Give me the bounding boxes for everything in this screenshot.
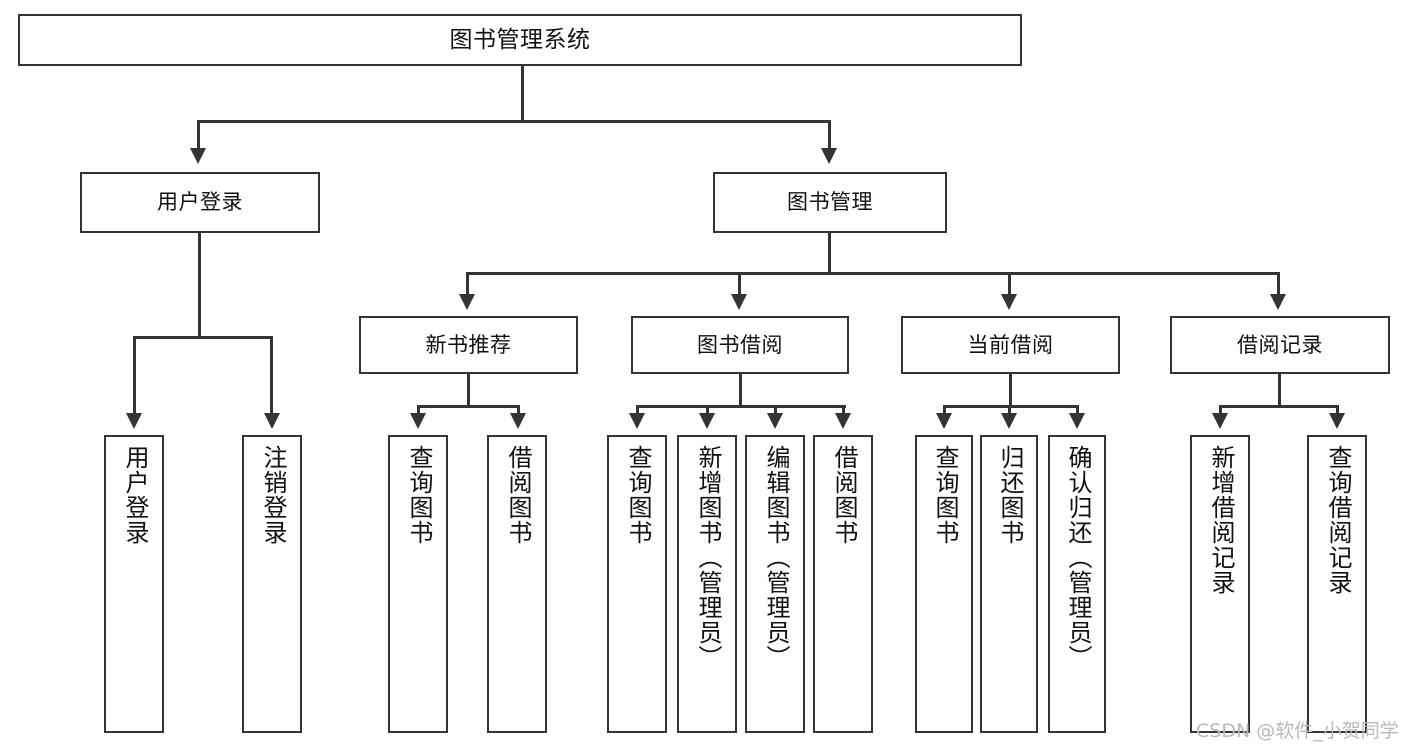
node-leaf-edit-book[interactable]: 编辑图书（管理员） <box>745 435 805 733</box>
connector-cb-leaf3 <box>1076 405 1079 415</box>
node-leaf-add-borrow-record-label: 新增借阅记录 <box>1206 445 1235 595</box>
node-leaf-return-book-label: 归还图书 <box>995 445 1024 545</box>
node-leaf-edit-book-label: 编辑图书（管理员） <box>761 445 790 670</box>
arrow-user-login-leaf2 <box>264 413 280 429</box>
connector-root-to-book-manage <box>828 120 831 150</box>
node-current-borrow-label: 当前借阅 <box>967 332 1054 357</box>
node-leaf-return-book[interactable]: 归还图书 <box>980 435 1038 733</box>
connector-book-manage-stem <box>828 233 831 272</box>
connector-cb-leaf1 <box>943 405 946 415</box>
arrow-bm-to-borrow-record <box>1270 294 1286 310</box>
node-leaf-confirm-return[interactable]: 确认归还（管理员） <box>1048 435 1106 733</box>
node-leaf-user-login-label: 用户登录 <box>120 445 149 545</box>
node-root-label: 图书管理系统 <box>449 26 591 53</box>
arrow-br-leaf1 <box>1212 413 1228 429</box>
connector-nb-leaf2 <box>517 405 520 415</box>
arrow-cb-leaf1 <box>936 413 952 429</box>
node-borrow-record-label: 借阅记录 <box>1237 332 1323 357</box>
connector-bb-leaf4 <box>842 405 845 415</box>
node-book-manage[interactable]: 图书管理 <box>713 172 947 233</box>
arrow-cb-leaf3 <box>1069 413 1085 429</box>
connector-bb-leaf1 <box>636 405 639 415</box>
arrow-nb-leaf2 <box>510 413 526 429</box>
node-leaf-borrow-book[interactable]: 借阅图书 <box>813 435 873 733</box>
node-leaf-borrow-book-rec[interactable]: 借阅图书 <box>487 435 547 733</box>
connector-bm-to-book-borrow <box>738 272 741 296</box>
connector-br-leaf2 <box>1336 405 1339 415</box>
arrow-bm-to-current-borrow <box>1001 294 1017 310</box>
node-book-manage-label: 图书管理 <box>787 190 873 215</box>
node-current-borrow[interactable]: 当前借阅 <box>901 316 1120 374</box>
connector-root-to-user-login <box>197 120 200 150</box>
connector-bm-to-current-borrow <box>1008 272 1011 296</box>
arrow-bb-leaf2 <box>699 413 715 429</box>
connector-br-leaf1 <box>1219 405 1222 415</box>
node-book-borrow[interactable]: 图书借阅 <box>631 316 849 374</box>
node-borrow-record[interactable]: 借阅记录 <box>1170 316 1390 374</box>
connector-new-book-stem <box>467 374 470 407</box>
node-leaf-borrow-book-rec-label: 借阅图书 <box>503 445 532 545</box>
arrow-root-to-user-login <box>190 148 206 164</box>
arrow-cb-leaf2 <box>1001 413 1017 429</box>
connector-bm-to-borrow-record <box>1277 272 1280 296</box>
connector-borrow-record-stem <box>1278 374 1281 407</box>
connector-bb-leaf3 <box>774 405 777 415</box>
node-leaf-add-book[interactable]: 新增图书（管理员） <box>677 435 737 733</box>
arrow-br-leaf2 <box>1329 413 1345 429</box>
node-leaf-query-book-rec[interactable]: 查询图书 <box>388 435 448 733</box>
node-leaf-query-borrow-record[interactable]: 查询借阅记录 <box>1307 435 1367 733</box>
connector-user-login-leaf2 <box>270 336 273 415</box>
node-new-book-recommend[interactable]: 新书推荐 <box>359 316 578 374</box>
arrow-bb-leaf3 <box>767 413 783 429</box>
arrow-root-to-book-manage <box>821 148 837 164</box>
connector-cb-leaf2 <box>1008 405 1011 415</box>
connector-current-borrow-stem <box>1009 374 1012 407</box>
arrow-bb-leaf1 <box>629 413 645 429</box>
connector-bm-to-new-book <box>466 272 469 296</box>
connector-book-borrow-bar <box>636 405 846 408</box>
connector-root-stem <box>521 66 524 120</box>
connector-new-book-bar <box>417 405 520 408</box>
connector-book-manage-bar <box>466 272 1280 275</box>
node-leaf-query-borrow-record-label: 查询借阅记录 <box>1323 445 1352 595</box>
connector-borrow-record-bar <box>1219 405 1338 408</box>
node-new-book-recommend-label: 新书推荐 <box>425 332 512 357</box>
connector-bb-leaf2 <box>706 405 709 415</box>
arrow-bm-to-new-book <box>459 294 475 310</box>
watermark-text: CSDN @软件_小贺同学 <box>1196 720 1399 742</box>
node-leaf-user-logout-label: 注销登录 <box>258 445 287 545</box>
connector-user-login-leaf1 <box>133 336 136 415</box>
node-user-login[interactable]: 用户登录 <box>80 172 320 233</box>
node-leaf-user-logout[interactable]: 注销登录 <box>242 435 302 733</box>
node-leaf-add-borrow-record[interactable]: 新增借阅记录 <box>1190 435 1250 733</box>
node-leaf-user-login[interactable]: 用户登录 <box>104 435 164 733</box>
connector-book-borrow-stem <box>739 374 742 407</box>
connector-root-bar <box>197 120 830 123</box>
connector-user-login-bar <box>133 336 272 339</box>
node-leaf-add-book-label: 新增图书（管理员） <box>693 445 722 670</box>
arrow-bm-to-book-borrow <box>731 294 747 310</box>
arrow-nb-leaf1 <box>410 413 426 429</box>
node-user-login-label: 用户登录 <box>157 190 243 215</box>
connector-user-login-stem <box>198 233 201 336</box>
node-leaf-query-book-current[interactable]: 查询图书 <box>915 435 973 733</box>
node-leaf-query-book-current-label: 查询图书 <box>930 445 959 545</box>
node-root[interactable]: 图书管理系统 <box>18 14 1022 66</box>
node-leaf-query-book-rec-label: 查询图书 <box>404 445 433 545</box>
node-leaf-borrow-book-label: 借阅图书 <box>829 445 858 545</box>
node-leaf-query-book-borrow[interactable]: 查询图书 <box>607 435 667 733</box>
node-leaf-confirm-return-label: 确认归还（管理员） <box>1063 445 1092 670</box>
node-book-borrow-label: 图书借阅 <box>697 332 783 357</box>
node-leaf-query-book-borrow-label: 查询图书 <box>623 445 652 545</box>
connector-nb-leaf1 <box>417 405 420 415</box>
arrow-bb-leaf4 <box>835 413 851 429</box>
arrow-user-login-leaf1 <box>126 413 142 429</box>
